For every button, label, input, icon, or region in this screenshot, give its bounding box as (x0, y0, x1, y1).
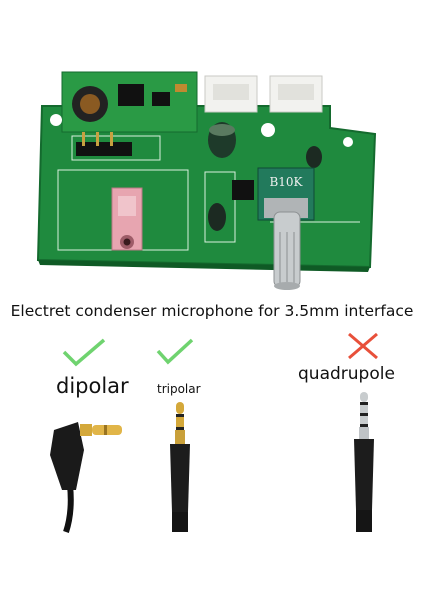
white-connectors (204, 75, 323, 113)
caption: Electret condenser microphone for 3.5mm … (10, 302, 414, 320)
header-pins (76, 132, 132, 156)
label-dipolar: dipolar (56, 374, 129, 398)
check-icon (156, 338, 194, 365)
potentiometer: B10K (257, 167, 315, 290)
audio-jack (111, 187, 143, 251)
pcb-board-photo: B10K (36, 71, 377, 290)
label-quadrupole: quadrupole (298, 364, 395, 384)
mounting-holes (50, 114, 353, 147)
label-tripolar: tripolar (157, 382, 201, 396)
check-icon (62, 338, 106, 367)
dipolar-plug (50, 422, 122, 533)
quadrupole-plug (354, 392, 374, 532)
ic-chip (232, 180, 254, 200)
tripolar-plug (170, 402, 190, 532)
capacitors (208, 122, 322, 231)
power-module (61, 71, 198, 133)
pot-label: B10K (269, 175, 303, 189)
cross-icon (348, 332, 378, 360)
